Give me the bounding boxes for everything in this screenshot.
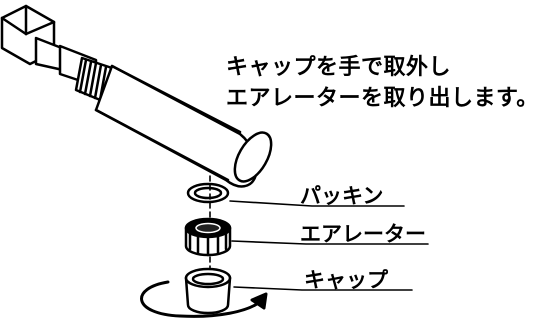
aerator-label: エアレーター: [300, 222, 426, 246]
cap-label: キャップ: [304, 268, 388, 292]
cap-leader: [233, 286, 413, 291]
faucet-cylinder: [94, 64, 273, 188]
aerator-leader: [231, 240, 429, 245]
instruction-text: キャップを手で取外し エアレーターを取り出します。: [226, 52, 539, 114]
rotation-arrow: [140, 280, 268, 318]
packing-label: パッキン: [300, 184, 384, 208]
packing-leader: [229, 200, 405, 207]
packing-ring: [186, 182, 230, 204]
cap-part: [184, 267, 232, 315]
instruction-line-2: エアレーターを取り出します。: [226, 86, 539, 111]
aerator-part: [184, 217, 232, 257]
instruction-line-1: キャップを手で取外し: [226, 55, 452, 80]
